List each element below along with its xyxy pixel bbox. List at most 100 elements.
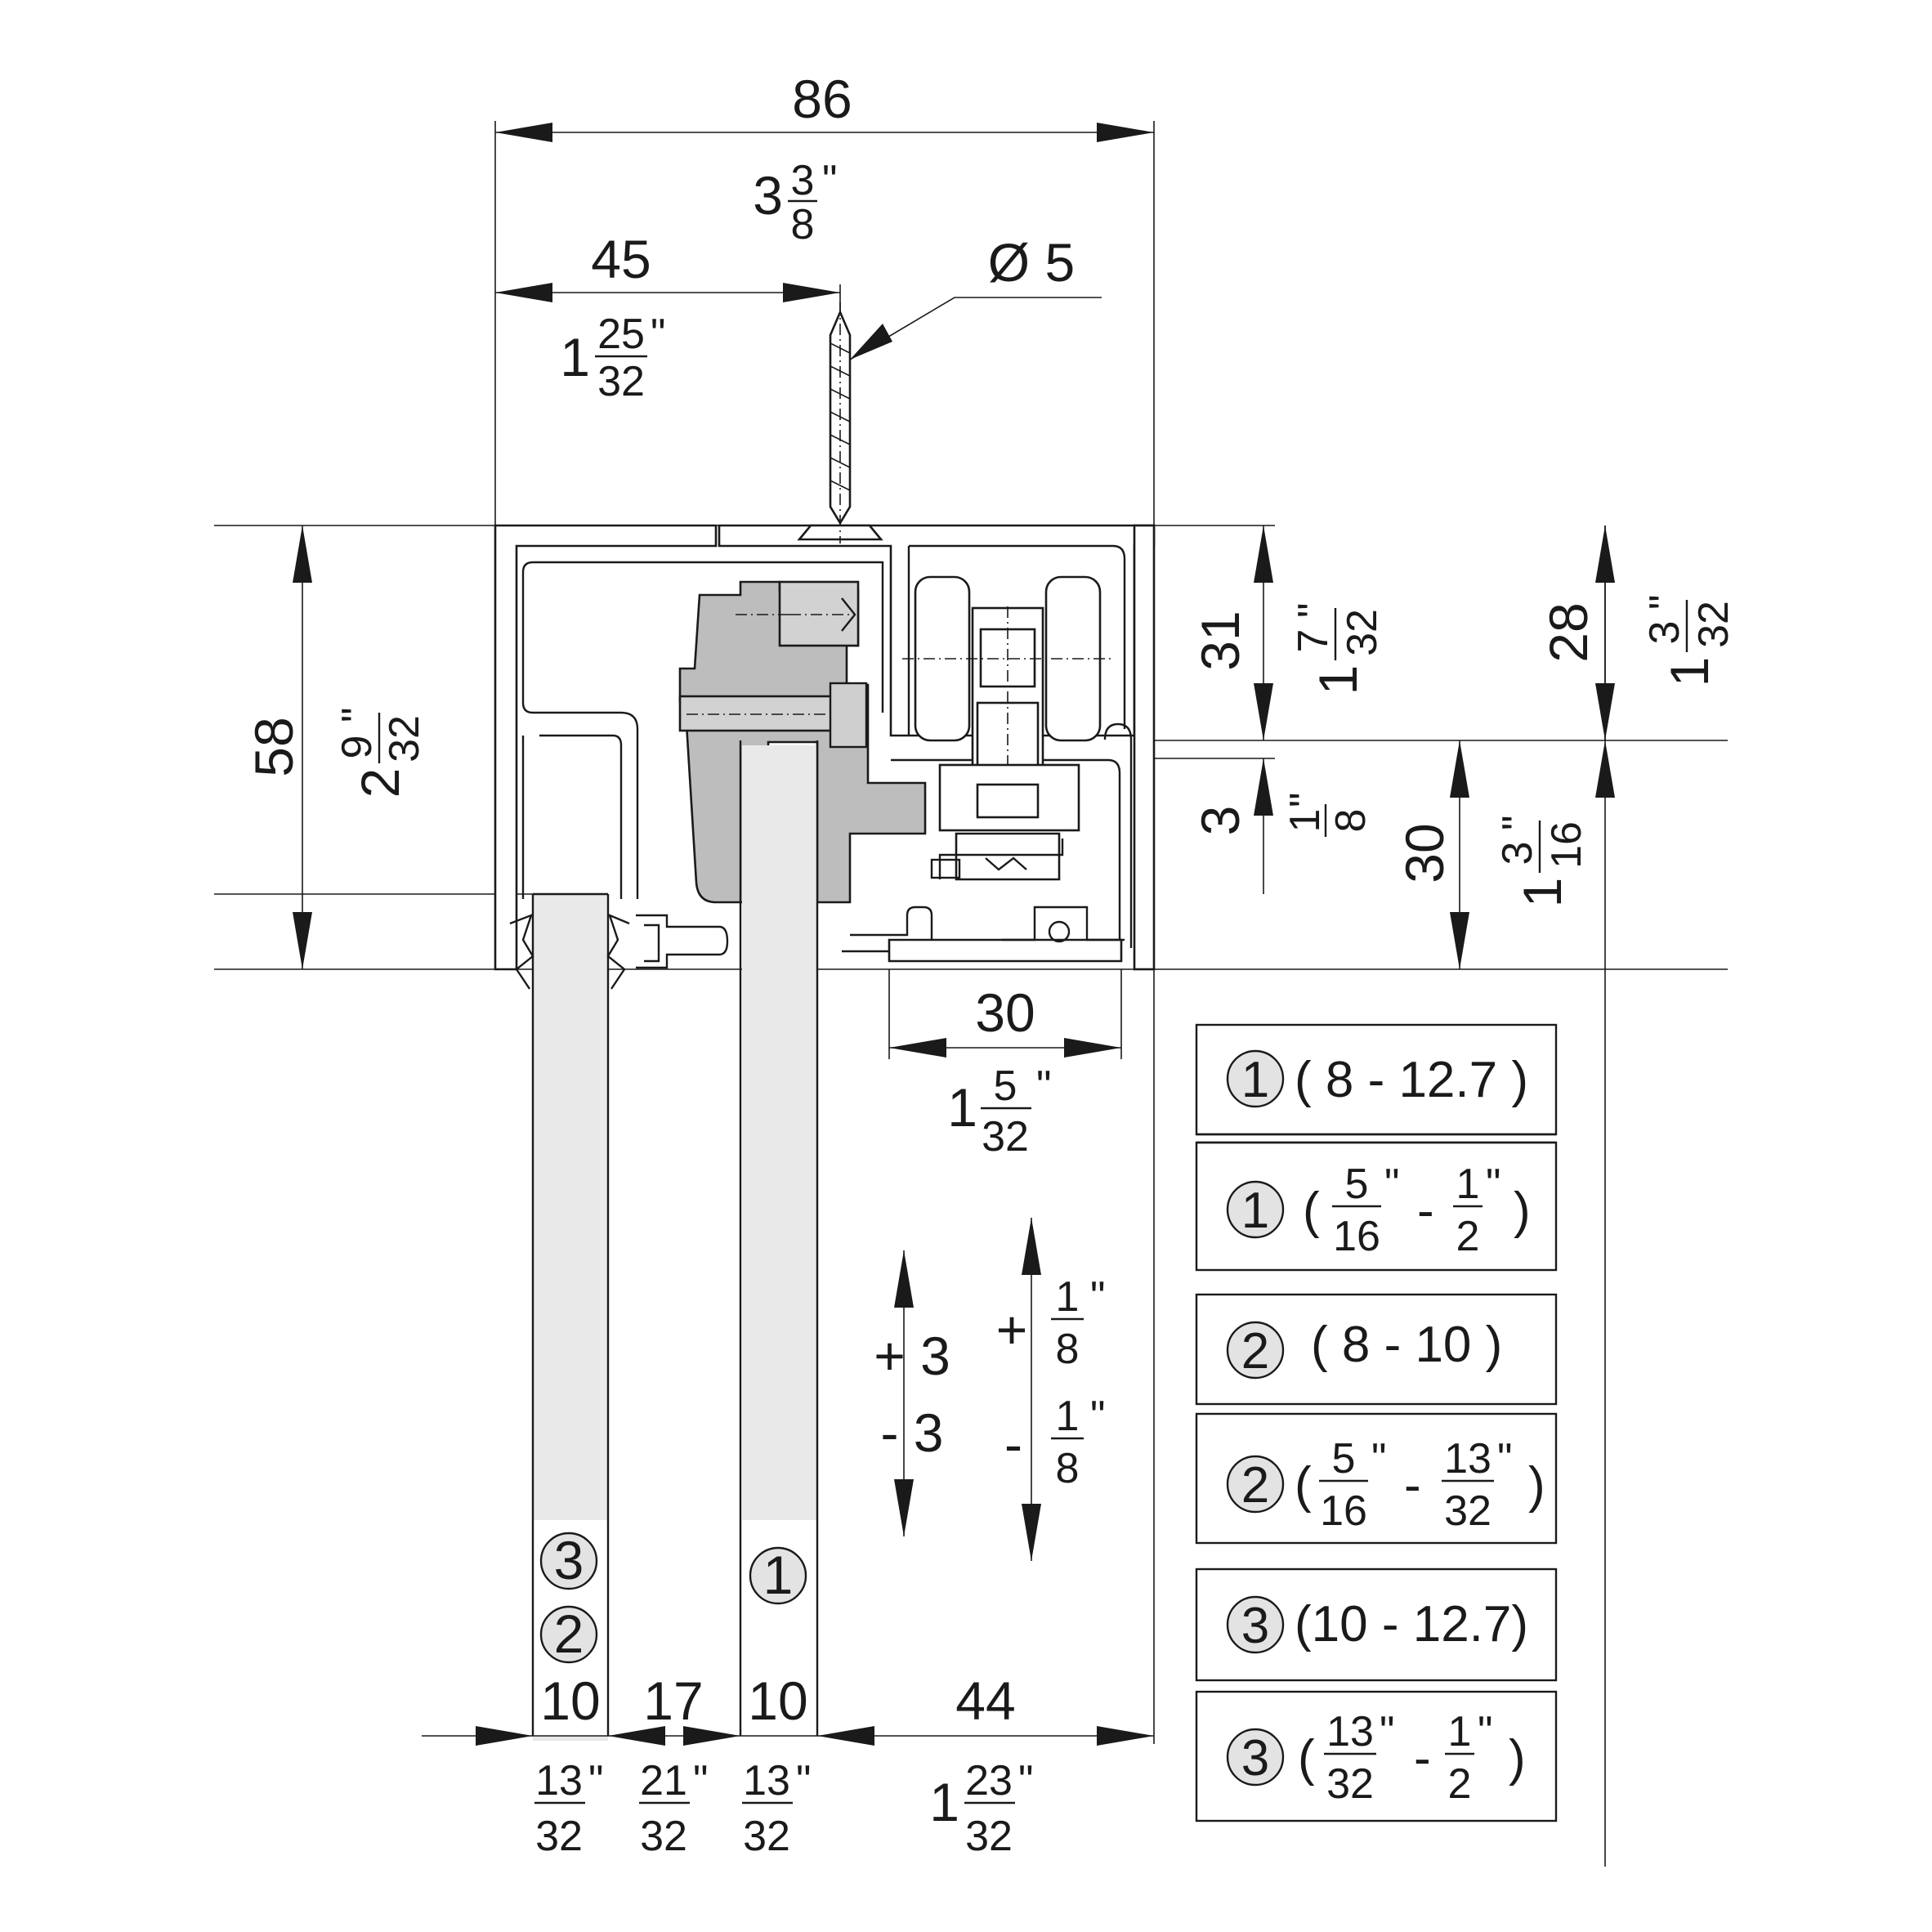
table-row-2-in: 2 ( 5 16 " - 13 32 " ) [1226,1435,1545,1535]
row-3-in-close: ) [1509,1730,1526,1787]
table-row-1-in: 1 ( 5 16 " - 1 2 " ) [1226,1161,1531,1260]
dim-bottom-a-mm: 10 [540,1670,600,1731]
roller-assembly [902,575,1111,881]
dim-bottom-a-in-num: 13 [535,1757,583,1805]
marker-circle [1226,1595,1285,1654]
inch-mark: " [796,1757,811,1805]
inch-mark: " [1384,1161,1399,1208]
dim-screw-mm: 45 [591,229,651,289]
dim-right-lower-in-den: 16 [1543,821,1590,869]
row-3-in-sep: - [1414,1730,1431,1787]
row-2-in-b-den: 32 [1444,1487,1491,1535]
panel-markers: 3 2 1 [539,1530,807,1664]
row-3-in-b-den: 2 [1448,1760,1472,1808]
marker-circle [749,1546,807,1605]
adjust-plus-in-num: 1 [1056,1273,1080,1321]
inch-mark: " [1371,1435,1386,1483]
dim-top-in-whole: 1 [1308,665,1368,695]
dim-right-upper-mm: 28 [1538,602,1599,662]
inch-mark: " [693,1757,708,1805]
dim-right-lower-mm: 30 [1394,823,1455,883]
left-panel-marker-bottom: 2 [554,1603,584,1664]
inch-mark: " [1090,1273,1105,1321]
inch-mark: " [333,708,381,722]
dim-bottom-d-in-num: 23 [965,1757,1013,1805]
dim-bottom-d-in-den: 32 [965,1813,1013,1860]
dim-height-in-whole: 2 [350,768,410,798]
row-3-marker: 3 [1241,1598,1269,1654]
dim-height-mm: 58 [244,717,304,776]
inch-mark: " [1090,1393,1105,1440]
row-3-mm-range: (10 - 12.7) [1295,1596,1528,1652]
row-2-marker-in: 2 [1241,1457,1269,1514]
adjust-plus-sign: + [996,1299,1028,1360]
dim-bottom-c-in-num: 13 [743,1757,790,1805]
dim-bottom-d-mm: 44 [955,1670,1015,1731]
row-1-marker-in: 1 [1241,1183,1269,1239]
dim-bottom-d-in-whole: 1 [929,1772,959,1832]
row-2-in-close: ) [1528,1457,1545,1514]
inch-mark: " [1497,1435,1512,1483]
marker-circle [1226,1180,1285,1239]
table-row-2-mm: 2 ( 8 - 10 ) [1226,1317,1502,1380]
inch-mark: " [822,157,837,204]
adjust-plus-in-den: 8 [1056,1326,1080,1373]
dim-gap-mm: 3 [1190,806,1250,836]
dim-bottom-c-mm: 10 [748,1670,807,1731]
dim-bottom-c-in-den: 32 [743,1813,790,1860]
row-2-in-open: ( [1295,1457,1312,1514]
row-1-in-b-num: 1 [1456,1161,1480,1208]
dim-height-in-den: 32 [381,715,428,763]
dim-rail-in-whole: 1 [947,1077,977,1138]
dim-rail-in-num: 5 [994,1062,1017,1110]
row-2-in-b-num: 13 [1444,1435,1491,1483]
row-2-in-a-num: 5 [1332,1435,1356,1483]
dim-top-in-den: 32 [1339,609,1386,656]
dim-rail-in-den: 32 [982,1113,1029,1161]
marker-circle [539,1605,598,1664]
dim-top-in-num: 7 [1290,629,1337,653]
left-panel-marker-top: 3 [554,1530,584,1590]
row-1-in-a-num: 5 [1345,1161,1369,1208]
dim-right-lower-in-whole: 1 [1512,878,1572,908]
row-1-mm-range: ( 8 - 12.7 ) [1295,1052,1528,1108]
inch-mark: " [1486,1161,1500,1208]
extension-lines [214,121,1728,1867]
row-1-in-a-den: 16 [1333,1213,1380,1260]
row-1-marker: 1 [1241,1052,1269,1108]
marker-circle [1226,1049,1285,1108]
dim-bottom-a-in-den: 32 [535,1813,583,1860]
thickness-table: 1 ( 8 - 12.7 ) 1 ( 5 16 " - 1 2 " ) 2 ( … [1195,1023,1558,1822]
dim-height-in-num: 9 [333,736,381,759]
dim-screw-in-num: 25 [597,311,645,358]
dim-screw-in-whole: 1 [560,327,590,387]
adjust-minus-in-den: 8 [1056,1445,1080,1492]
inch-mark: " [1036,1062,1051,1110]
marker-circle [1226,1321,1285,1380]
dim-right-upper-in-num: 3 [1641,621,1688,645]
dim-width-in-den: 8 [791,201,815,248]
inch-mark: " [1281,793,1329,807]
adjust-minus-sign: - [1004,1414,1022,1474]
adjust-minus-mm: - 3 [880,1402,943,1463]
row-3-in-a-den: 32 [1326,1760,1374,1808]
row-1-in-sep: - [1417,1183,1434,1239]
dim-screw-diameter: Ø 5 [988,232,1075,293]
inch-mark: " [1380,1708,1394,1755]
marker-circle [1226,1728,1285,1787]
row-3-in-open: ( [1298,1730,1315,1787]
inch-mark: " [1494,816,1541,830]
dim-bottom-b-in-num: 21 [640,1757,687,1805]
mounting-screw [797,302,883,543]
row-3-in-a-num: 13 [1326,1708,1374,1755]
dim-gap-in-den: 8 [1327,809,1375,833]
dim-rail-mm: 30 [975,982,1035,1043]
marker-circle [539,1532,598,1590]
dim-gap-in-num: 1 [1281,809,1329,833]
dim-screw-in-den: 32 [597,358,645,405]
row-3-in-b-num: 1 [1448,1708,1472,1755]
dim-right-lower-in-num: 3 [1494,842,1541,865]
dim-bottom-b-in-den: 32 [640,1813,687,1860]
dim-width-mm: 86 [792,69,852,129]
